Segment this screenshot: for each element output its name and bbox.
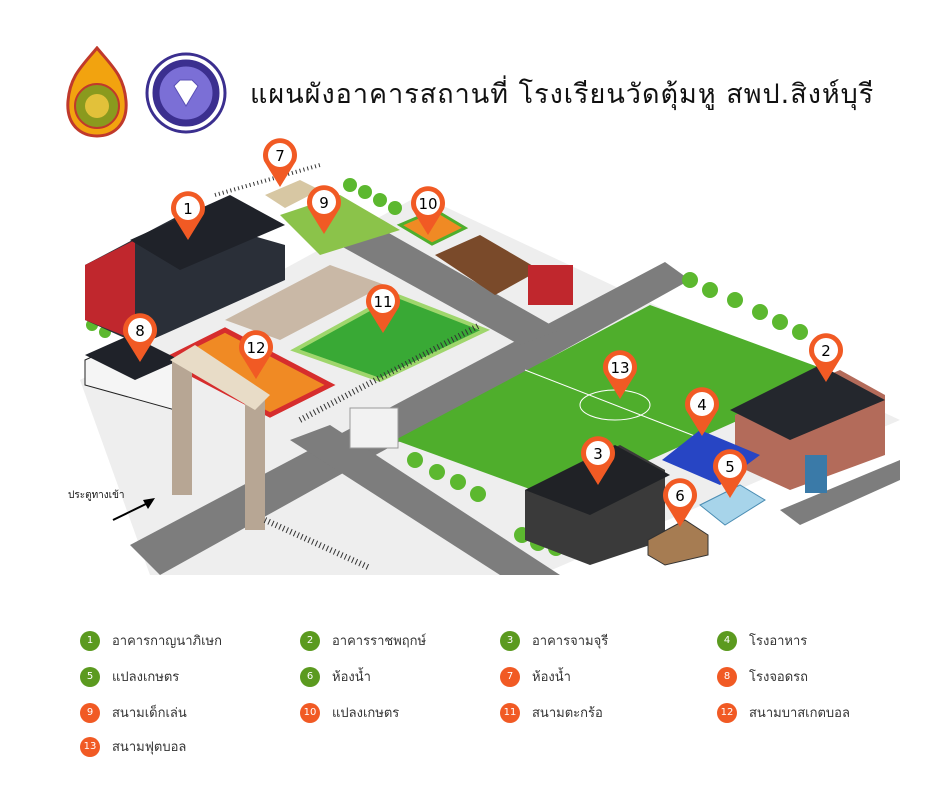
legend-number-badge: 1: [80, 630, 100, 651]
legend-item-5: 5 แปลงเกษตร: [80, 666, 179, 687]
school-logo: [145, 52, 227, 134]
legend-item-9: 9 สนามเด็กเล่น: [80, 702, 187, 723]
pin-number: 3: [593, 445, 603, 463]
legend-number-badge: 7: [500, 666, 520, 687]
farm-plot: [435, 235, 540, 295]
trees: [86, 178, 808, 556]
pin-number: 2: [821, 342, 831, 360]
legend-item-10: 10 แปลงเกษตร: [300, 702, 399, 723]
legend-number-badge: 2: [300, 630, 320, 651]
legend-label: อาคารจามจุรี: [532, 634, 609, 649]
pin-number: 1: [183, 200, 193, 218]
legend-item-11: 11 สนามตะกร้อ: [500, 702, 603, 723]
legend-number-badge: 5: [80, 666, 100, 687]
legend-label: สนามเด็กเล่น: [112, 706, 187, 721]
entrance-gate: [172, 360, 192, 495]
legend-item-2: 2 อาคารราชพฤกษ์: [300, 630, 426, 651]
toilet-6: [647, 519, 709, 566]
map-pin-7[interactable]: 7: [263, 138, 297, 187]
legend-item-12: 12 สนามบาสเกตบอล: [717, 702, 850, 723]
legend-label: โรงจอดรถ: [749, 670, 809, 685]
pin-number: 4: [697, 396, 707, 414]
legend-label: สนามฟุตบอล: [112, 740, 187, 755]
legend-item-6: 6 ห้องน้ำ: [300, 666, 371, 687]
map-pin-12[interactable]: 12: [238, 330, 273, 379]
legend-number-badge: 13: [80, 736, 100, 757]
legend-label: สนามตะกร้อ: [532, 706, 603, 721]
legend-item-8: 8 โรงจอดรถ: [717, 666, 808, 687]
football-field: [395, 305, 840, 500]
legend-label: แปลงเกษตร: [332, 706, 400, 721]
map-pin-6[interactable]: 6: [663, 478, 697, 527]
pin-number: 11: [373, 293, 392, 311]
map-pin-1[interactable]: 1: [170, 191, 205, 240]
map-pin-10[interactable]: 10: [411, 186, 445, 235]
legend-label: อาคารราชพฤกษ์: [332, 634, 427, 649]
legend-label: ห้องน้ำ: [332, 670, 371, 685]
entrance-arrow: [112, 501, 151, 521]
lower-road: [290, 425, 560, 575]
obec-emblem-logo: [66, 46, 128, 138]
legend-item-13: 13 สนามฟุตบอล: [80, 736, 186, 757]
legend-item-3: 3 อาคารจามจุรี: [500, 630, 608, 651]
legend-item-1: 1 อาคารกาญนาภิเษก: [80, 630, 222, 651]
legend-number-badge: 6: [300, 666, 320, 687]
map-pin-13[interactable]: 13: [603, 350, 637, 399]
map-pin-2[interactable]: 2: [809, 333, 844, 382]
takraw-court: [290, 292, 491, 383]
legend-label: ห้องน้ำ: [532, 670, 571, 685]
upper-road: [330, 228, 560, 345]
toilet-7: [265, 180, 320, 208]
map-pin-11[interactable]: 11: [365, 284, 400, 333]
pin-number: 8: [135, 322, 145, 340]
legend-label: สนามบาสเกตบอล: [749, 706, 850, 721]
map-pin-5[interactable]: 5: [713, 449, 747, 498]
page-title: แผนผังอาคารสถานที่ โรงเรียนวัดตุ้มหู สพป…: [250, 79, 875, 110]
entrance-label: ประตูทางเข้า: [68, 490, 125, 501]
pin-number: 6: [675, 487, 685, 505]
map-pin-9[interactable]: 9: [307, 185, 341, 234]
legend-label: แปลงเกษตร: [112, 670, 180, 685]
main-road: [130, 262, 690, 575]
pin-number: 9: [319, 194, 329, 212]
legend-number-badge: 12: [717, 702, 737, 723]
map-pin-8[interactable]: 8: [123, 313, 157, 362]
legend-item-7: 7 ห้องน้ำ: [500, 666, 571, 687]
pin-number: 12: [246, 339, 265, 357]
legend-label: อาคารกาญนาภิเษก: [112, 634, 222, 649]
legend-number-badge: 3: [500, 630, 520, 651]
legend-number-badge: 11: [500, 702, 520, 723]
map-pin-3[interactable]: 3: [581, 436, 615, 485]
legend-number-badge: 8: [717, 666, 737, 687]
map-pin-4[interactable]: 4: [685, 387, 719, 436]
legend-label: โรงอาหาร: [749, 634, 808, 649]
pin-number: 5: [725, 458, 735, 476]
legend-number-badge: 4: [717, 630, 737, 651]
legend-number-badge: 9: [80, 702, 100, 723]
right-road: [780, 460, 900, 525]
legend-number-badge: 10: [300, 702, 320, 723]
legend-item-4: 4 โรงอาหาร: [717, 630, 807, 651]
pin-number: 7: [275, 147, 285, 165]
pin-number: 10: [418, 195, 437, 213]
pin-number: 13: [610, 359, 629, 377]
